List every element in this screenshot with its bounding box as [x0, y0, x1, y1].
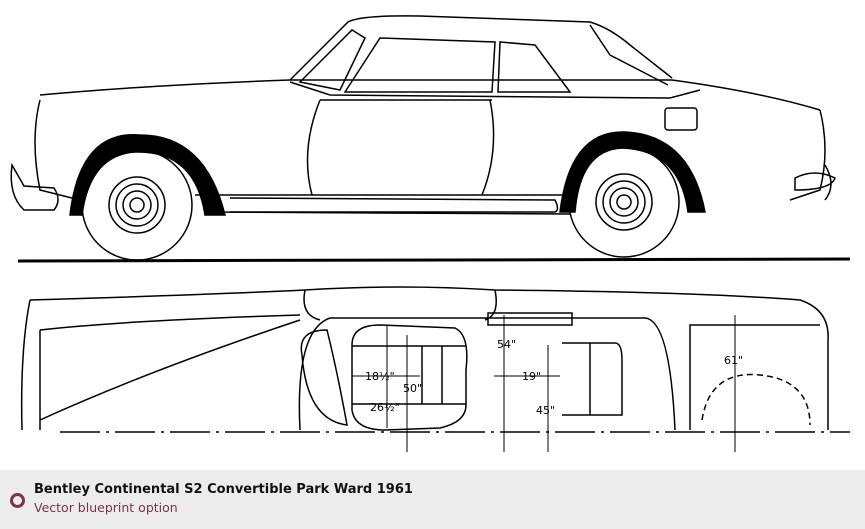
- dim-rear-height: 45": [536, 404, 555, 417]
- car-blueprint: 18½" 50" 26½" 54" 19" 45" 61": [10, 15, 851, 452]
- dim-boot-height: 61": [724, 354, 743, 367]
- dim-front-seat-depth: 18½": [365, 370, 395, 383]
- dim-interior-height: 54": [497, 338, 516, 351]
- dim-front-seat-width: 26½": [370, 401, 400, 414]
- dim-rear-legroom: 19": [522, 370, 541, 383]
- caption-title: Bentley Continental S2 Convertible Park …: [34, 482, 413, 497]
- dim-front-height: 50": [403, 382, 422, 395]
- caption-subtitle: Vector blueprint option: [34, 500, 178, 515]
- interior-section-view: 18½" 50" 26½" 54" 19" 45" 61": [20, 286, 850, 452]
- front-wheel: [81, 149, 193, 261]
- caption-bar: [0, 470, 865, 529]
- rear-wheel: [568, 146, 680, 258]
- side-view: [10, 15, 851, 263]
- circle-bullet-icon: [10, 493, 25, 508]
